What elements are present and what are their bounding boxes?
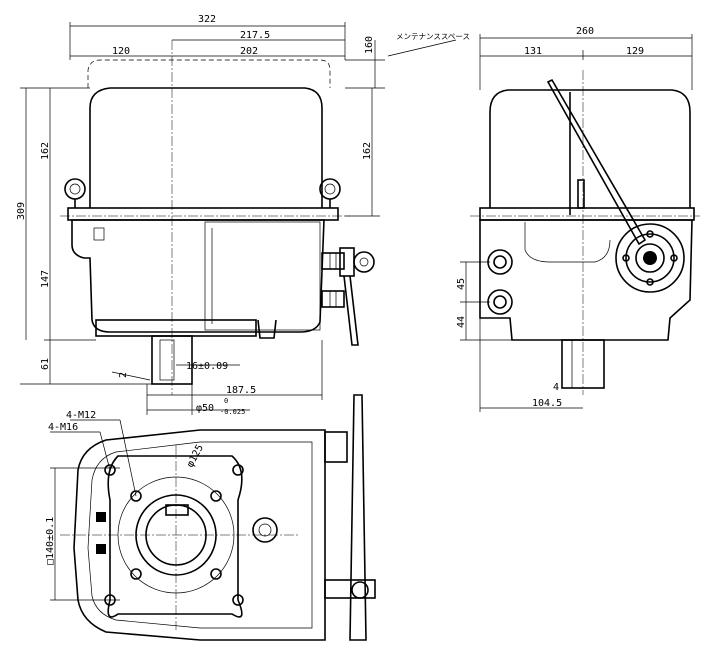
dim-overall-width: 322	[198, 14, 216, 25]
side-dim-hole-pitch-1: 45	[456, 278, 467, 290]
dim-shaft-tol-upper: 0	[224, 397, 228, 405]
maintenance-space-label: メンテナンススペース	[396, 32, 470, 41]
bottom-housing-outline	[73, 429, 326, 641]
dim-total-height: 309	[16, 202, 27, 220]
dim-lever-reach: 187.5	[226, 385, 256, 396]
cover-flange	[67, 207, 339, 221]
bottom-dim-m16: 4-M16	[48, 422, 78, 433]
side-dim-overall-width: 260	[576, 26, 594, 37]
maintenance-space-outline	[87, 59, 331, 88]
side-cover	[489, 89, 691, 208]
side-dim-small-offset: 4	[553, 382, 559, 393]
side-dimension-lines	[460, 34, 693, 412]
front-dimension-lines	[20, 22, 457, 415]
dim-left-width: 120	[112, 46, 130, 57]
dim-key-width: 16±0.09	[186, 361, 228, 372]
side-dim-left-width: 131	[524, 46, 542, 57]
dim-body-height: 147	[40, 270, 51, 288]
dim-shaft-length: 61	[40, 358, 51, 370]
side-dim-shaft-offset: 104.5	[532, 398, 562, 409]
dim-cover-height: 162	[40, 142, 51, 160]
dim-shaft-tol-lower: -0.025	[220, 408, 245, 416]
dim-cover-height-right: 162	[362, 142, 373, 160]
bottom-mounting-flange	[107, 455, 243, 618]
dim-shaft-dia: φ50	[196, 403, 214, 414]
bottom-lever	[324, 394, 376, 641]
dim-key-depth: 2	[118, 372, 129, 378]
terminal-box	[204, 221, 321, 331]
bottom-port	[252, 517, 278, 543]
gearbox-body	[71, 219, 325, 333]
conduit-ports	[321, 252, 345, 308]
shaft-key	[159, 339, 175, 381]
bottom-shaft-key	[165, 504, 189, 516]
dim-mid-width: 202	[240, 46, 258, 57]
side-view	[470, 70, 700, 395]
dim-right-width: 217.5	[240, 30, 270, 41]
side-port-top	[487, 249, 513, 275]
front-view	[60, 40, 375, 395]
bottom-dim-m12: 4-M12	[66, 410, 96, 421]
dim-maintenance-height: 160	[364, 36, 375, 54]
bottom-dimension-lines	[50, 419, 137, 601]
side-body	[479, 219, 693, 341]
side-dim-hole-pitch-2: 44	[456, 316, 467, 328]
bottom-view	[60, 394, 376, 641]
side-handwheel	[615, 223, 685, 293]
motor-cover	[89, 87, 323, 208]
side-dim-right-width: 129	[626, 46, 644, 57]
bottom-dim-square: □140±0.1	[45, 517, 56, 565]
output-boss	[95, 319, 257, 337]
lifting-eye-right	[319, 178, 341, 200]
side-lever	[546, 78, 647, 246]
lifting-eye-left	[64, 178, 86, 200]
side-flange	[479, 207, 695, 221]
side-port-bottom	[487, 289, 513, 315]
manual-lever	[339, 247, 375, 346]
